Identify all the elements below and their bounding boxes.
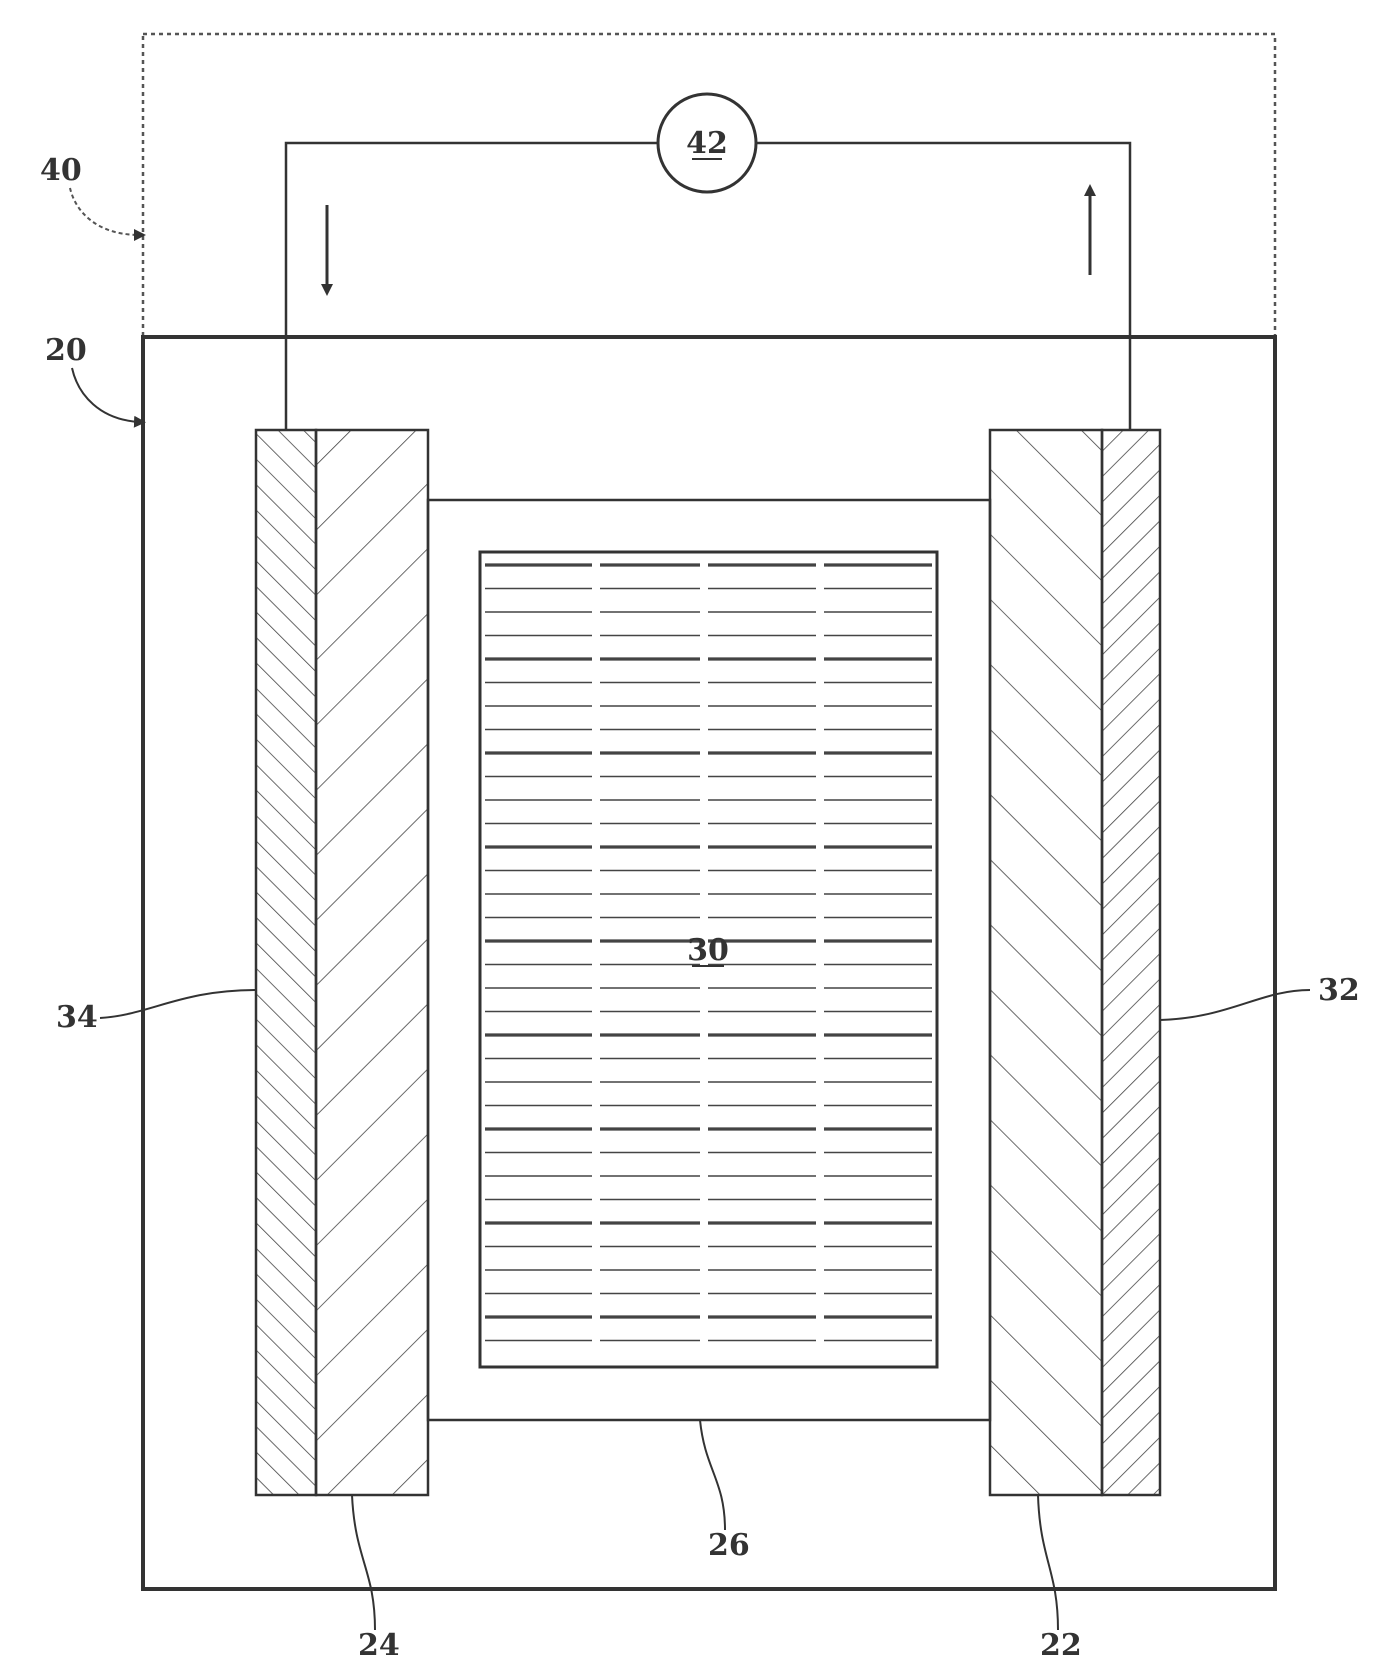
leader-24: [352, 1495, 375, 1630]
label-34: 34: [56, 1000, 98, 1035]
label-40: 40: [40, 153, 82, 188]
label-42: 42: [686, 126, 728, 161]
leader-26: [700, 1420, 725, 1530]
label-22: 22: [1040, 1628, 1082, 1663]
current-collector-32: [1102, 430, 1160, 1495]
circuit-wire-right: [756, 143, 1130, 430]
label-20: 20: [45, 333, 87, 368]
circuit-wire: [286, 143, 658, 430]
left-electrode-assembly: [256, 430, 428, 1495]
label-24: 24: [358, 1628, 400, 1663]
label-30: 30: [687, 933, 729, 968]
leader-32: [1160, 990, 1310, 1020]
right-electrode-assembly: [990, 430, 1160, 1495]
leader-34: [100, 990, 256, 1018]
label-32: 32: [1318, 973, 1360, 1008]
leader-40: [70, 188, 140, 235]
label-26: 26: [708, 1528, 750, 1563]
leader-22: [1038, 1495, 1058, 1630]
electrode-24: [316, 430, 428, 1495]
leader-20: [72, 368, 140, 422]
current-collector-34: [256, 430, 316, 1495]
electrode-22: [990, 430, 1102, 1495]
